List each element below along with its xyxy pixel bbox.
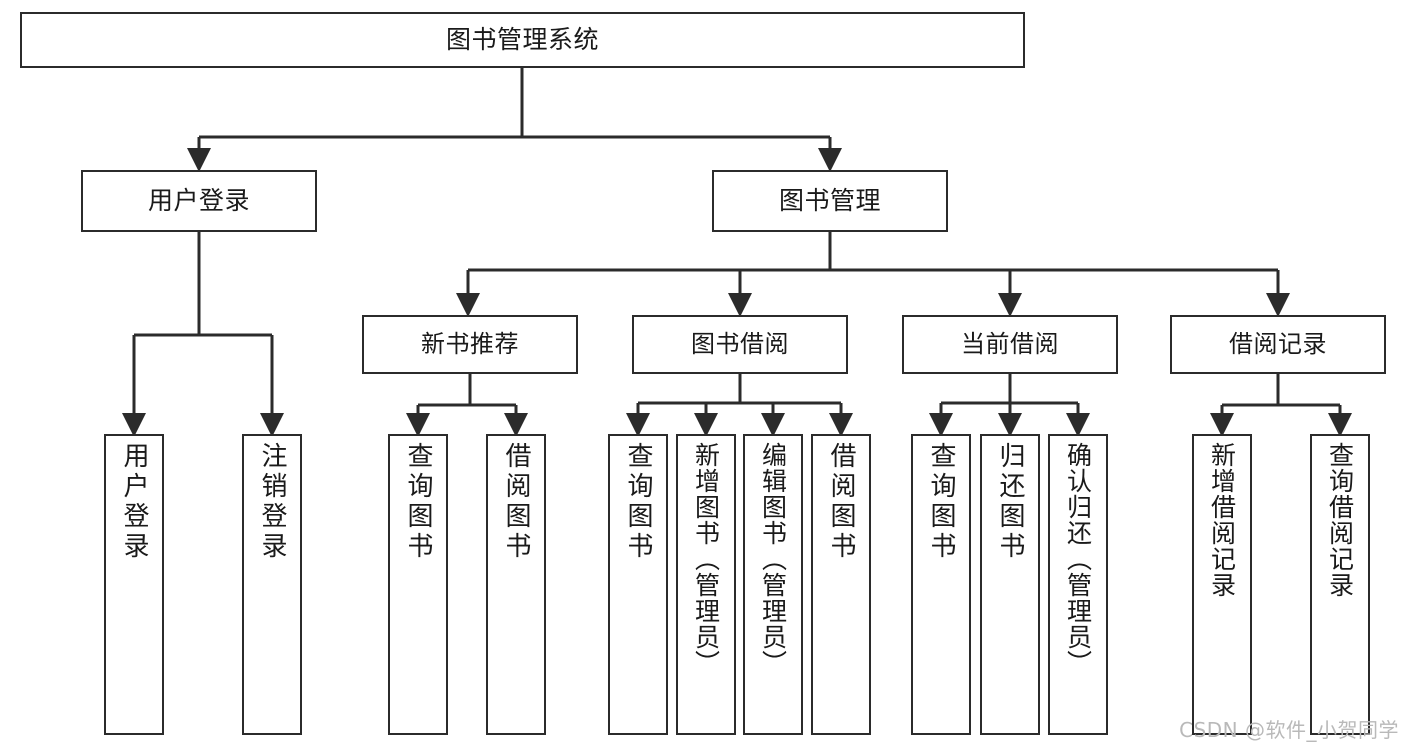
node-new-book-recommend[interactable]: 新书推荐 [362, 315, 578, 374]
watermark: CSDN @软件_小贺同学 [1179, 718, 1399, 742]
node-label: 用户登录 [119, 442, 150, 562]
leaf-return-book[interactable]: 归还图书 [980, 434, 1040, 735]
leaf-edit-book-admin[interactable]: 编辑图书（管理员） [743, 434, 803, 735]
leaf-add-borrow-record[interactable]: 新增借阅记录 [1192, 434, 1252, 735]
node-label: 查询借阅记录 [1325, 442, 1355, 598]
node-label: 新增图书（管理员） [691, 442, 721, 676]
node-borrow-record[interactable]: 借阅记录 [1170, 315, 1386, 374]
node-root-system[interactable]: 图书管理系统 [20, 12, 1025, 68]
leaf-query-book[interactable]: 查询图书 [608, 434, 668, 735]
node-label: 借阅记录 [1229, 330, 1327, 359]
node-user-login[interactable]: 用户登录 [81, 170, 317, 232]
node-label: 注销登录 [257, 442, 288, 562]
node-label: 查询图书 [623, 442, 654, 562]
leaf-add-book-admin[interactable]: 新增图书（管理员） [676, 434, 736, 735]
leaf-query-borrow-record[interactable]: 查询借阅记录 [1310, 434, 1370, 735]
node-label: 新增借阅记录 [1207, 442, 1237, 598]
node-label: 图书管理 [778, 186, 881, 215]
node-label: 新书推荐 [421, 330, 519, 359]
node-label: 当前借阅 [961, 330, 1059, 359]
leaf-query-book-current[interactable]: 查询图书 [911, 434, 971, 735]
leaf-user-login[interactable]: 用户登录 [104, 434, 164, 735]
leaf-confirm-return-admin[interactable]: 确认归还（管理员） [1048, 434, 1108, 735]
node-label: 查询图书 [926, 442, 957, 562]
node-label: 借阅图书 [501, 442, 532, 562]
leaf-query-book-new[interactable]: 查询图书 [388, 434, 448, 735]
node-book-management[interactable]: 图书管理 [712, 170, 948, 232]
node-book-borrow[interactable]: 图书借阅 [632, 315, 848, 374]
node-label: 确认归还（管理员） [1063, 442, 1093, 676]
node-label: 查询图书 [403, 442, 434, 562]
node-label: 编辑图书（管理员） [758, 442, 788, 676]
node-label: 图书管理系统 [445, 25, 599, 54]
leaf-borrow-book[interactable]: 借阅图书 [811, 434, 871, 735]
leaf-borrow-book-new[interactable]: 借阅图书 [486, 434, 546, 735]
node-label: 借阅图书 [826, 442, 857, 562]
node-current-borrow[interactable]: 当前借阅 [902, 315, 1118, 374]
leaf-user-logout[interactable]: 注销登录 [242, 434, 302, 735]
node-label: 归还图书 [995, 442, 1026, 562]
node-label: 用户登录 [147, 186, 250, 215]
node-label: 图书借阅 [691, 330, 789, 359]
